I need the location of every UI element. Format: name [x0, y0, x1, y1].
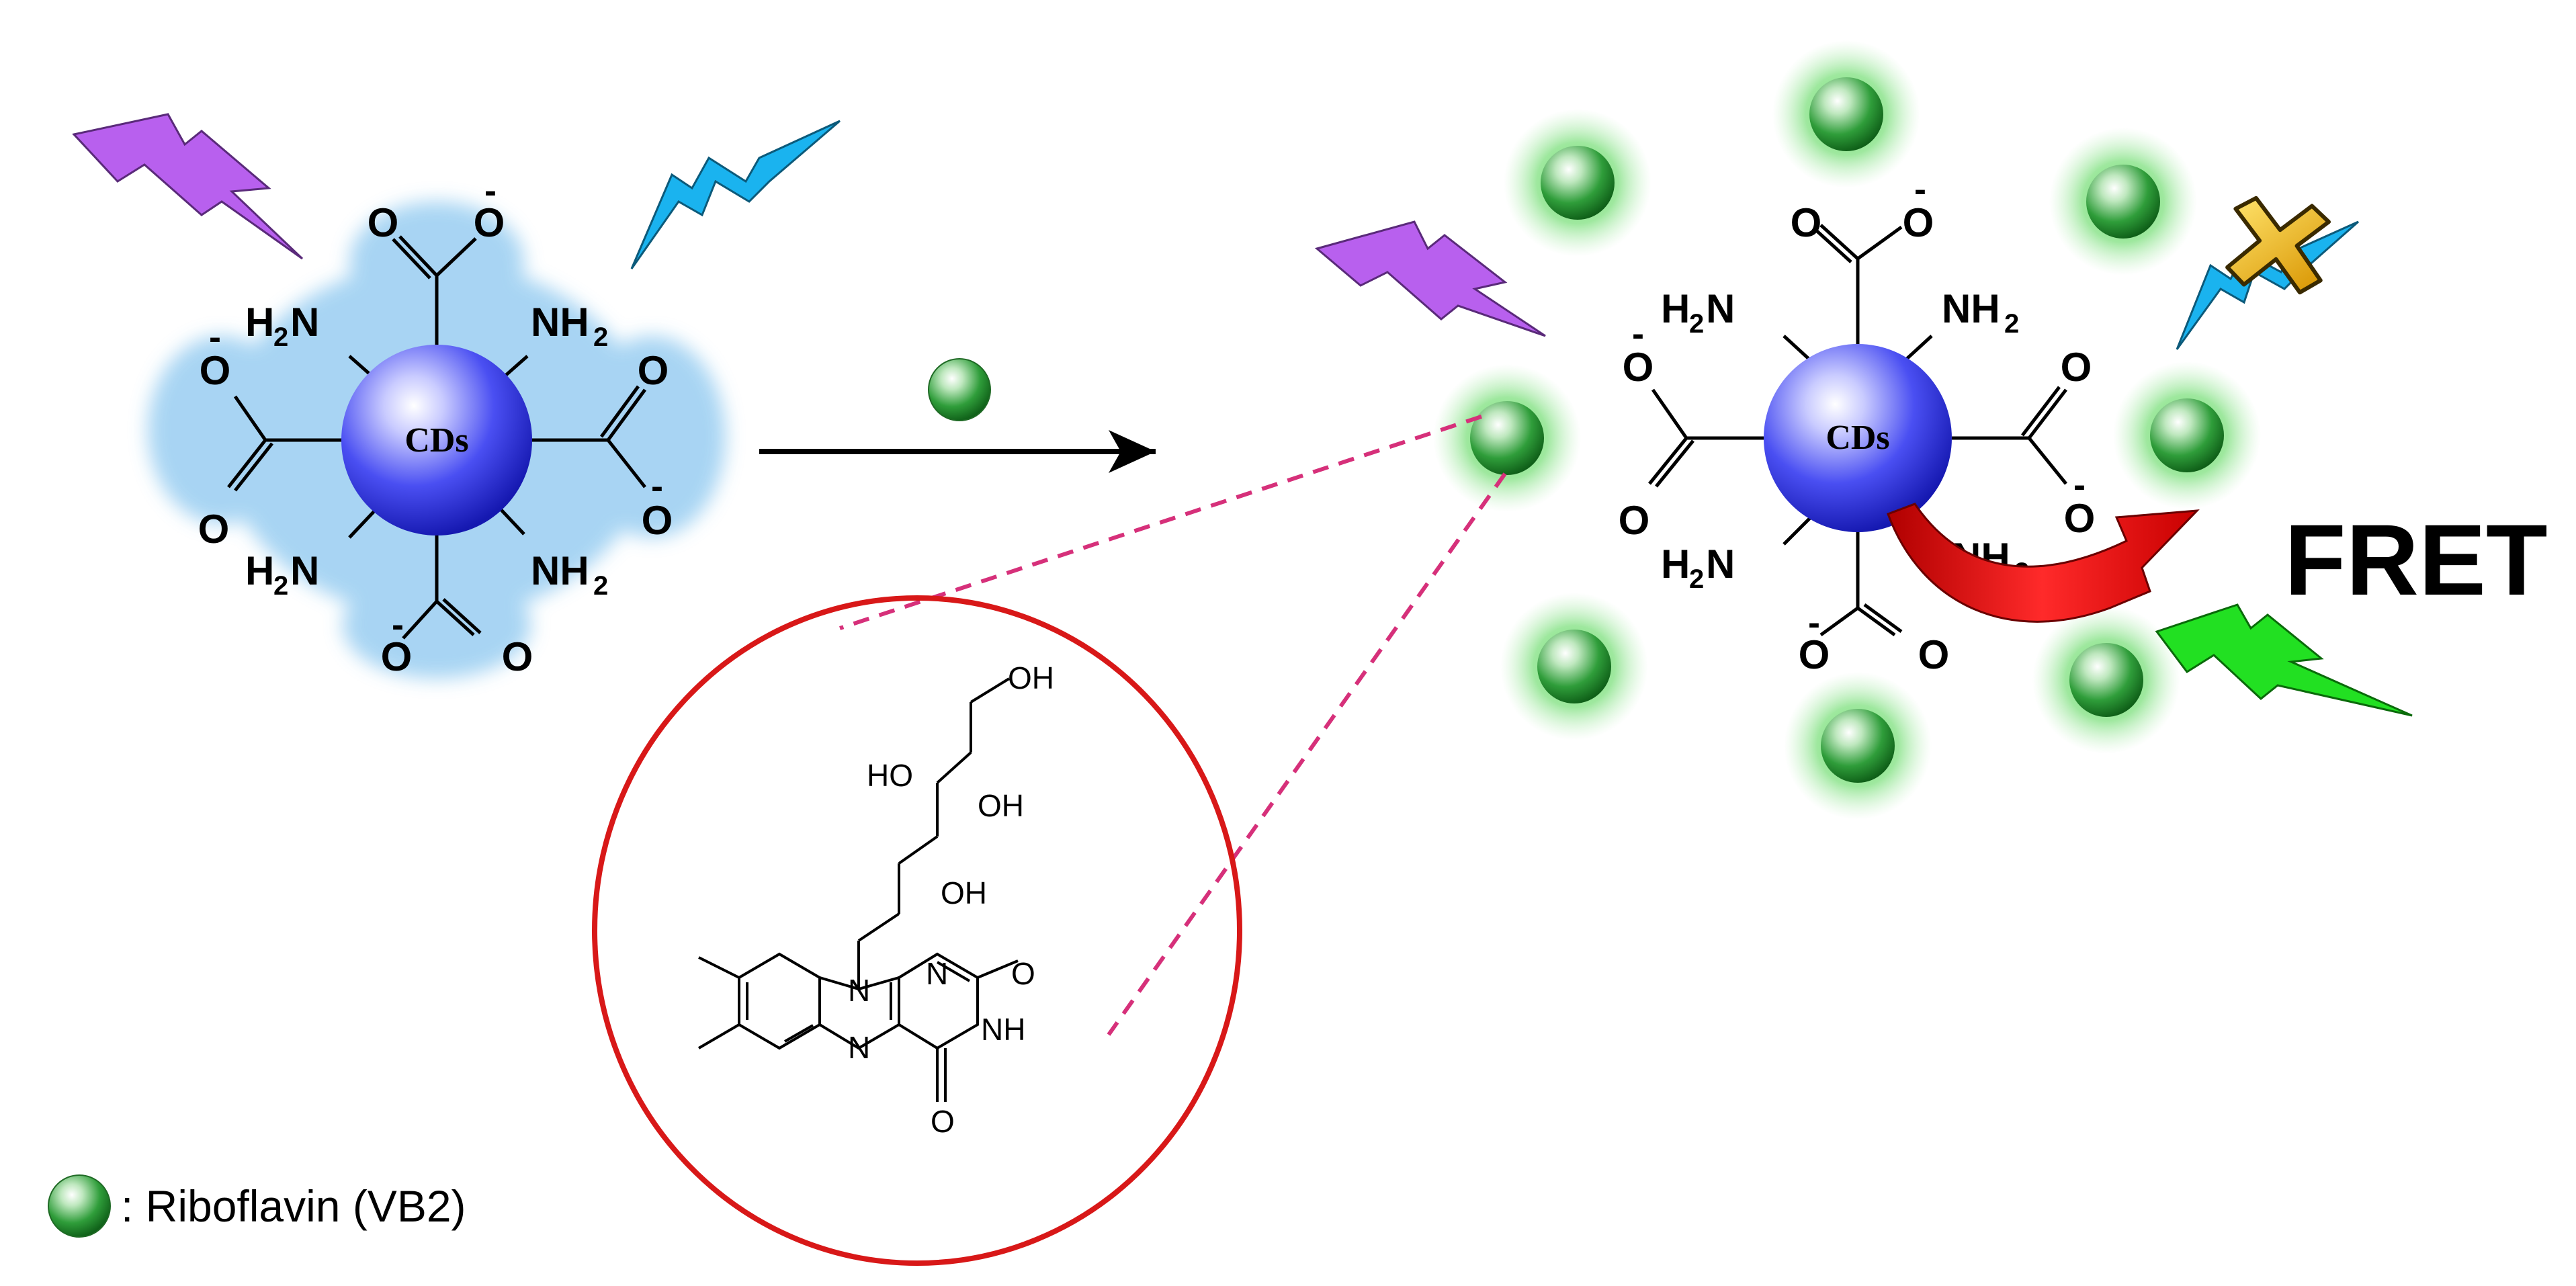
ring-n-10: N: [848, 973, 870, 1008]
amine-sub: 2: [2004, 309, 2019, 339]
riboflavin-sphere: [1784, 672, 1932, 820]
imide-nh: NH: [981, 1012, 1025, 1047]
right-group-labels: O O - O - O O - O O O - H 2 N NH 2 H 2: [1619, 169, 2096, 677]
carbonyl-o-4: O: [931, 1104, 955, 1139]
carboxylate-o-left: O: [1623, 345, 1654, 390]
green-emission-bolt: [2155, 603, 2413, 717]
charge-top: -: [1914, 169, 1926, 210]
zoom-dashed-line: [839, 415, 1482, 630]
amine-nh: NH: [1942, 286, 2000, 331]
amine-n: N: [290, 548, 319, 593]
carboxylate-o-bottom: O: [1799, 632, 1830, 677]
amine-sub: 2: [273, 323, 288, 352]
hydroxyl-3: OH: [978, 788, 1024, 823]
carbonyl-o-top: O: [1791, 200, 1822, 245]
quench-cross-icon: [2225, 196, 2331, 295]
carboxylate-o-left: O: [200, 348, 231, 393]
cd-riboflavin-complex: CDs O O - O - O O - O O O - H 2 N NH 2: [1314, 40, 2548, 820]
riboflavin-zoom-callout: OH HO OH OH N N O NH N O: [592, 415, 1507, 1266]
riboflavin-spheres: [1433, 40, 2261, 820]
ring-n-1: N: [926, 956, 948, 991]
carbonyl-o-left: O: [1619, 498, 1650, 543]
cyan-emission-bolt: [630, 120, 841, 269]
fret-energy-transfer-arrow: [1887, 503, 2200, 623]
amine-n: N: [290, 300, 319, 345]
charge-right: -: [2073, 465, 2086, 505]
amine-top-left: H 2 N: [1661, 286, 1735, 339]
amine-nh: NH: [531, 548, 589, 593]
amine-bottom-left: H 2 N: [245, 548, 319, 601]
amine-sub: 2: [593, 323, 608, 352]
riboflavin-sphere: [2032, 606, 2180, 754]
riboflavin-sphere: [2049, 128, 2197, 275]
violet-excitation-bolt: [1314, 220, 1546, 337]
cd-core-sphere: [341, 345, 532, 535]
amine-nh: NH: [531, 300, 589, 345]
cyan-quenched-bolt: [2176, 220, 2359, 350]
legend: : Riboflavin (VB2): [48, 1174, 466, 1238]
carboxylate-o-bottom: O: [381, 634, 413, 679]
carboxylate-o-right: O: [642, 498, 673, 543]
amine-sub: 2: [1689, 564, 1704, 594]
zoom-ellipse: [592, 595, 1242, 1266]
riboflavin-sphere: [1500, 593, 1648, 740]
carbonyl-o-top: O: [368, 200, 399, 245]
charge-bottom: -: [1808, 603, 1820, 643]
carbonyl-o-left: O: [198, 507, 230, 552]
cd-core-label: CDs: [1826, 419, 1889, 457]
hydroxyl-1: OH: [1008, 660, 1054, 695]
riboflavin-sphere: [1504, 109, 1651, 257]
bare-cd-molecule: CDs O O - O - O O - O O O - H 2 N NH 2: [72, 113, 841, 679]
charge-left: -: [209, 317, 221, 357]
reaction-arrow: [759, 358, 1156, 473]
ring-n-5: N: [848, 1030, 870, 1065]
amine-h: H: [245, 548, 274, 593]
carboxylate-o-top: O: [1903, 200, 1934, 245]
carboxylate-o-right: O: [2064, 496, 2096, 541]
legend-text: : Riboflavin (VB2): [121, 1181, 466, 1231]
carbonyl-o-bottom: O: [502, 634, 533, 679]
riboflavin-sphere: [1772, 40, 1920, 188]
amine-sub: 2: [273, 571, 288, 601]
charge-top: -: [484, 171, 497, 211]
amine-top-right: NH 2: [531, 300, 608, 352]
carboxylate-o-top: O: [474, 200, 505, 245]
carbonyl-o-right: O: [638, 348, 669, 393]
cd-core-sphere: [1764, 344, 1952, 532]
legend-riboflavin-sphere: [48, 1174, 111, 1238]
amine-h: H: [245, 300, 274, 345]
zoom-dashed-line: [1107, 472, 1507, 1036]
charge-right: -: [651, 466, 663, 507]
violet-excitation-bolt: [72, 113, 304, 260]
left-group-labels: O O - O - O O - O O O - H 2 N NH 2 H: [198, 171, 673, 679]
carbonyl-o-2: O: [1011, 956, 1035, 991]
riboflavin-sphere: [1433, 364, 1581, 512]
riboflavin-structure: OH HO OH OH N N O NH N O: [697, 660, 1054, 1139]
amine-top-right: NH 2: [1942, 286, 2019, 339]
fret-label: FRET: [2284, 503, 2548, 616]
amine-n: N: [1706, 542, 1735, 587]
amine-bottom-left: H 2 N: [1661, 542, 1735, 594]
amine-n: N: [1706, 286, 1735, 331]
riboflavin-reagent-sphere: [928, 358, 991, 421]
cd-core-label: CDs: [404, 421, 468, 460]
riboflavin-sphere: [2113, 361, 2261, 509]
hydroxyl-4: OH: [941, 875, 987, 910]
carbonyl-o-right: O: [2061, 345, 2092, 390]
hydroxyl-2: HO: [867, 758, 913, 793]
amine-sub: 2: [1689, 309, 1704, 339]
charge-bottom: -: [392, 605, 404, 645]
amine-sub: 2: [593, 571, 608, 601]
amine-h: H: [1661, 286, 1690, 331]
carbonyl-o-bottom: O: [1918, 632, 1950, 677]
amine-bottom-right: NH 2: [531, 548, 608, 601]
amine-h: H: [1661, 542, 1690, 587]
charge-left: -: [1632, 314, 1644, 354]
amine-top-left: H 2 N: [245, 300, 319, 352]
